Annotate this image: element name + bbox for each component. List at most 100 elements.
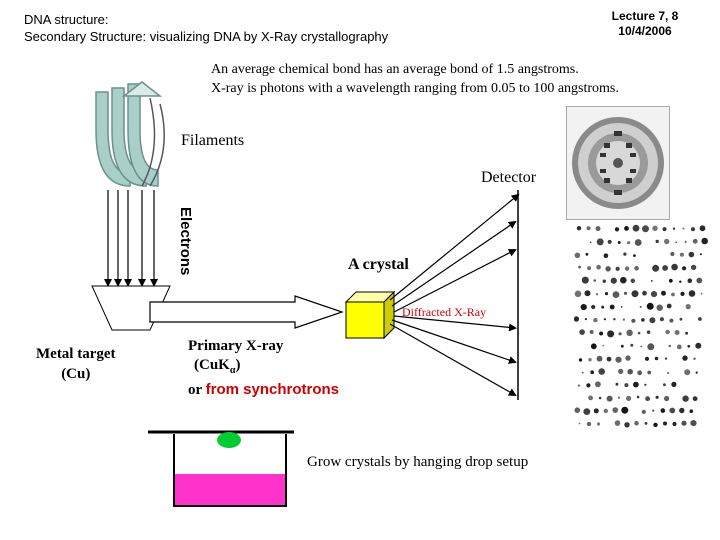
diffraction-spot xyxy=(653,422,658,428)
diffracted-xray-label: Diffracted X-Ray xyxy=(402,305,487,319)
diffraction-spot xyxy=(637,370,643,376)
diffraction-spot xyxy=(631,318,636,323)
diffraction-spot xyxy=(577,384,580,387)
diffraction-spot xyxy=(589,241,592,244)
diffraction-spot xyxy=(699,253,702,256)
crystal-label: A crystal xyxy=(348,256,409,273)
diffraction-spot xyxy=(578,358,583,362)
diffraction-spot xyxy=(620,306,623,308)
primary-xray-beam xyxy=(149,295,344,329)
diffraction-spot xyxy=(672,227,676,230)
diffraction-spot xyxy=(701,237,708,245)
primary-line-2-suffix: ) xyxy=(235,357,241,373)
diffraction-spot xyxy=(598,396,602,400)
primary-line-2-sub: α xyxy=(229,365,236,376)
diffraction-spot xyxy=(639,305,642,308)
diffraction-spot xyxy=(576,226,582,231)
diffraction-spot xyxy=(595,381,601,388)
filament-arrow-1 xyxy=(95,91,131,187)
diffraction-spot xyxy=(618,368,624,374)
diffraction-spot xyxy=(618,396,621,399)
diffraction-spot xyxy=(699,225,706,232)
primary-line-3-prefix: or xyxy=(188,382,206,398)
diffraction-spot xyxy=(623,252,627,256)
diffraction-spot xyxy=(685,304,691,310)
diffraction-spot xyxy=(603,408,608,414)
diffraction-spot xyxy=(668,344,671,348)
diffraction-spot xyxy=(593,317,598,323)
diffraction-spot xyxy=(647,370,652,375)
diffraction-spot xyxy=(626,329,633,336)
filament-arrowhead xyxy=(121,81,163,97)
primary-line-1: Primary X-ray xyxy=(188,338,284,354)
diffraction-spot xyxy=(633,381,639,388)
diffraction-spot xyxy=(634,239,642,246)
diffraction-spot xyxy=(645,396,650,402)
diffraction-spot xyxy=(620,276,627,284)
diffraction-spot xyxy=(644,422,648,425)
diffraction-spot xyxy=(641,318,645,322)
diffraction-spot xyxy=(644,383,647,386)
diffraction-spot xyxy=(690,420,697,427)
diffraction-spot xyxy=(649,317,656,324)
diffraction-spot xyxy=(674,330,680,335)
diffraction-spot xyxy=(601,305,605,309)
diffraction-spot xyxy=(666,303,672,309)
title-line-2: Secondary Structure: visualizing DNA by … xyxy=(24,29,389,44)
diffraction-spot xyxy=(700,292,703,295)
diffraction-spot xyxy=(574,252,581,259)
diffraction-spot xyxy=(682,395,689,402)
diffraction-spot xyxy=(584,290,591,297)
diffraction-spot xyxy=(652,225,658,231)
diffraction-spot xyxy=(664,238,670,245)
diffraction-spot xyxy=(617,241,621,244)
grow-crystals-label: Grow crystals by hanging drop setup xyxy=(307,454,529,470)
diffraction-spot xyxy=(656,304,663,311)
diffraction-spot xyxy=(602,279,606,283)
diffraction-spot xyxy=(614,420,621,426)
diffraction-spot xyxy=(590,370,595,375)
diffraction-spot xyxy=(682,355,688,361)
diffraction-spot xyxy=(661,290,666,296)
diffraction-spot xyxy=(679,407,685,414)
diffraction-spot xyxy=(604,292,609,296)
diffraction-spot xyxy=(684,369,691,376)
lecture-date: 10/4/2006 xyxy=(618,24,672,38)
filament-arrow-2 xyxy=(111,87,147,187)
title-line-1: DNA structure: xyxy=(24,12,109,27)
diffraction-spot xyxy=(596,355,603,362)
diffraction-spot xyxy=(642,225,649,233)
reservoir-solution xyxy=(175,474,285,505)
filaments-label: Filaments xyxy=(181,132,245,149)
diffracted-ray-2 xyxy=(391,220,517,307)
diffracted-rays xyxy=(389,193,520,396)
diffraction-spot xyxy=(681,420,687,426)
diffraction-spot xyxy=(671,263,678,271)
diffraction-spot xyxy=(668,278,673,283)
diffraction-spot xyxy=(593,408,599,414)
diffraction-spot xyxy=(623,291,628,295)
diffraction-spot xyxy=(586,226,591,231)
diffraction-spot xyxy=(696,277,703,284)
diffraction-spot xyxy=(618,332,622,336)
diffraction-spot xyxy=(627,368,633,375)
diffraction-spot xyxy=(624,226,629,231)
diffraction-spot xyxy=(633,254,636,257)
diffraction-spot xyxy=(620,344,624,348)
diffraction-spots xyxy=(573,224,708,428)
primary-line-2: (CuKα) xyxy=(188,356,339,380)
diffraction-spot xyxy=(693,357,696,360)
diffraction-spot xyxy=(615,356,622,363)
diffraction-spot xyxy=(580,304,587,311)
primary-line-2-prefix: (CuK xyxy=(194,357,230,373)
diffraction-spot xyxy=(610,277,617,284)
diffraction-spot xyxy=(671,292,675,297)
diffraction-spot xyxy=(630,343,634,347)
well-walls xyxy=(173,434,287,507)
filament-outline xyxy=(141,97,165,187)
diffraction-spot xyxy=(654,356,659,361)
diffraction-spot xyxy=(626,395,632,401)
diffraction-spot xyxy=(574,407,581,413)
diffraction-spot xyxy=(685,331,689,335)
